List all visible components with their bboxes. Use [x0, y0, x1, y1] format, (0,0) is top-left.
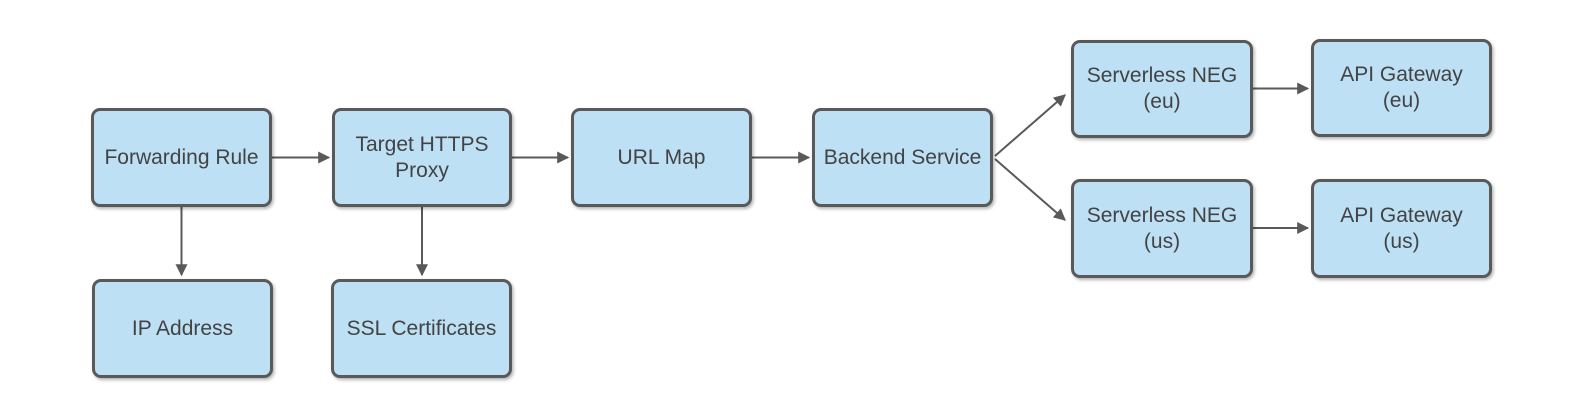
node-api-gateway-us: API Gateway (us): [1311, 179, 1492, 278]
node-serverless-neg-us: Serverless NEG (us): [1071, 179, 1253, 278]
node-label: API Gateway (eu): [1340, 63, 1463, 112]
node-ip-address: IP Address: [92, 279, 273, 378]
node-label: IP Address: [131, 316, 234, 340]
node-label: Target HTTPS Proxy: [355, 132, 489, 182]
node-label: Serverless NEG (eu): [1086, 64, 1238, 113]
node-label: SSL Certificates: [346, 316, 497, 340]
node-label: URL Map: [617, 145, 706, 169]
node-label: Serverless NEG (us): [1086, 203, 1238, 253]
node-target-https-proxy: Target HTTPS Proxy: [332, 108, 512, 207]
node-api-gateway-eu: API Gateway (eu): [1311, 39, 1492, 137]
edge-backend-service-to-serverless-neg-us: [994, 158, 1066, 221]
node-label: Backend Service: [823, 145, 982, 169]
node-serverless-neg-eu: Serverless NEG (eu): [1071, 40, 1253, 138]
node-label: Forwarding Rule: [104, 145, 259, 169]
node-ssl-certificates: SSL Certificates: [331, 279, 512, 378]
edge-backend-service-to-serverless-neg-eu: [994, 94, 1066, 157]
node-backend-service: Backend Service: [812, 108, 993, 207]
node-url-map: URL Map: [571, 108, 752, 207]
node-forwarding-rule: Forwarding Rule: [91, 108, 272, 207]
node-label: API Gateway (us): [1340, 203, 1463, 253]
